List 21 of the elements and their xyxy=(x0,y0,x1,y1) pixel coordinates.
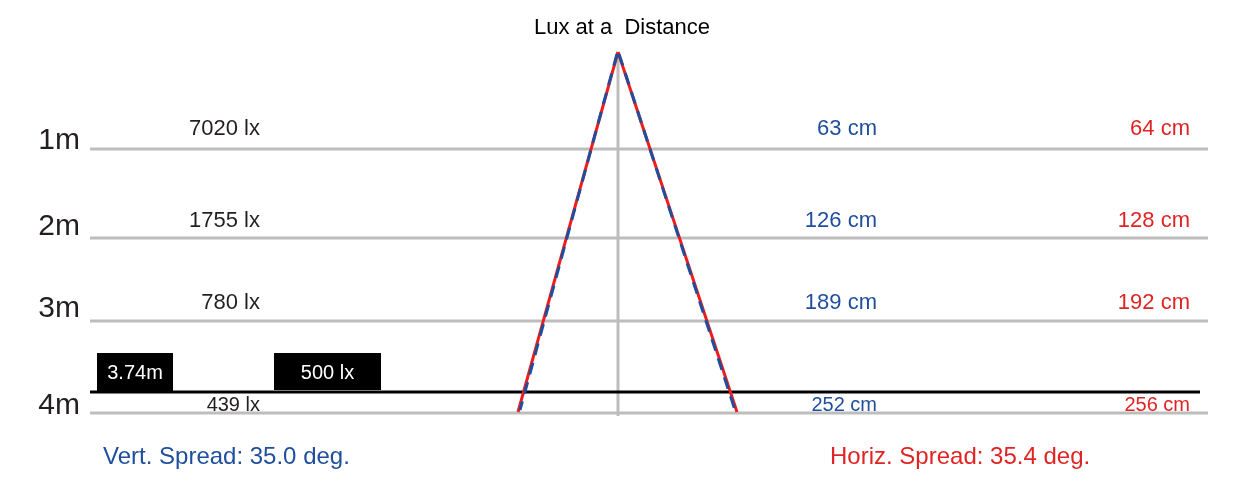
horizontal-width-value: 256 cm xyxy=(1124,393,1190,414)
lux-value: 780 lx xyxy=(201,291,260,314)
horizontal-width-value: 64 cm xyxy=(1130,117,1190,140)
distance-label: 4m xyxy=(38,389,80,420)
diagram-title: Lux at a Distance xyxy=(533,16,711,39)
vertical-width-value: 126 cm xyxy=(804,209,877,232)
horizontal-spread-note: Horiz. Spread: 35.4 deg. xyxy=(830,444,1091,469)
vertical-width-value: 252 cm xyxy=(811,393,877,414)
horizontal-width-value: 128 cm xyxy=(1117,209,1190,232)
vertical-width-value: 189 cm xyxy=(804,291,877,314)
distance-label: 1m xyxy=(38,124,80,155)
distance-label: 2m xyxy=(38,210,80,241)
lux-value: 7020 lx xyxy=(189,117,260,140)
distance-label: 3m xyxy=(38,292,80,323)
vertical-width-value: 63 cm xyxy=(817,117,877,140)
vertical-spread-note: Vert. Spread: 35.0 deg. xyxy=(103,444,350,469)
lux-value: 1755 lx xyxy=(189,209,260,232)
value-tag: 500 lx xyxy=(274,353,381,390)
value-tag: 3.74m xyxy=(97,353,173,391)
horizontal-width-value: 192 cm xyxy=(1117,291,1190,314)
lux-value: 439 lx xyxy=(206,393,260,414)
